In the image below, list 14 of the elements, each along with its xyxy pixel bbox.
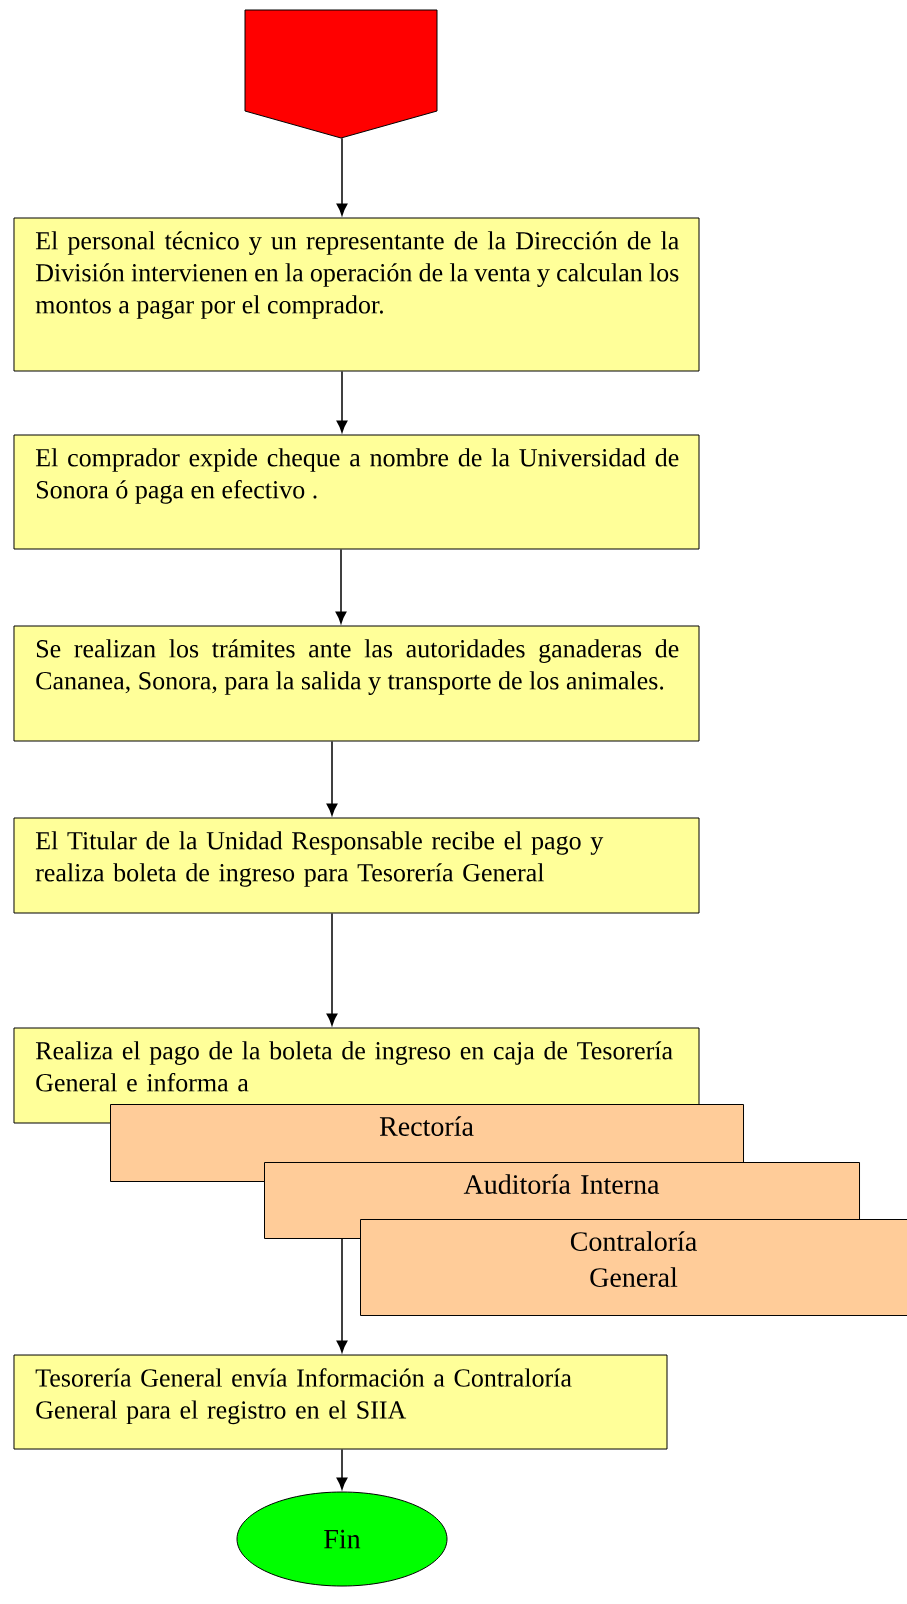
arrow: [336, 1448, 348, 1490]
process-box: Se realizan los trámites ante las autoridades ganaderas de Cananea, Sonora, para la salida y transporte de los animales.: [13, 625, 700, 742]
arrow: [326, 912, 338, 1026]
arrow: [326, 740, 338, 816]
off-page-connector: [244, 9, 438, 139]
process-box: El personal técnico y un representante de la Dirección de la División intervienen en la operación de la venta y calculan los montos a pagar por el comprador.: [13, 217, 700, 372]
arrow: [335, 548, 347, 624]
process-box: Tesorería General envía Información a Contraloría General para el registro en el SIIA: [13, 1354, 668, 1450]
arrow: [336, 137, 348, 216]
arrow: [336, 1238, 348, 1353]
process-box: El comprador expide cheque a nombre de la Universidad de Sonora ó paga en efectivo .: [13, 434, 700, 550]
process-box: El Titular de la Unidad Responsable recibe el pago y realiza boleta de ingreso para Tesorería General: [13, 817, 700, 914]
recipient-box: Contraloría General: [360, 1219, 907, 1316]
arrow: [336, 370, 348, 433]
